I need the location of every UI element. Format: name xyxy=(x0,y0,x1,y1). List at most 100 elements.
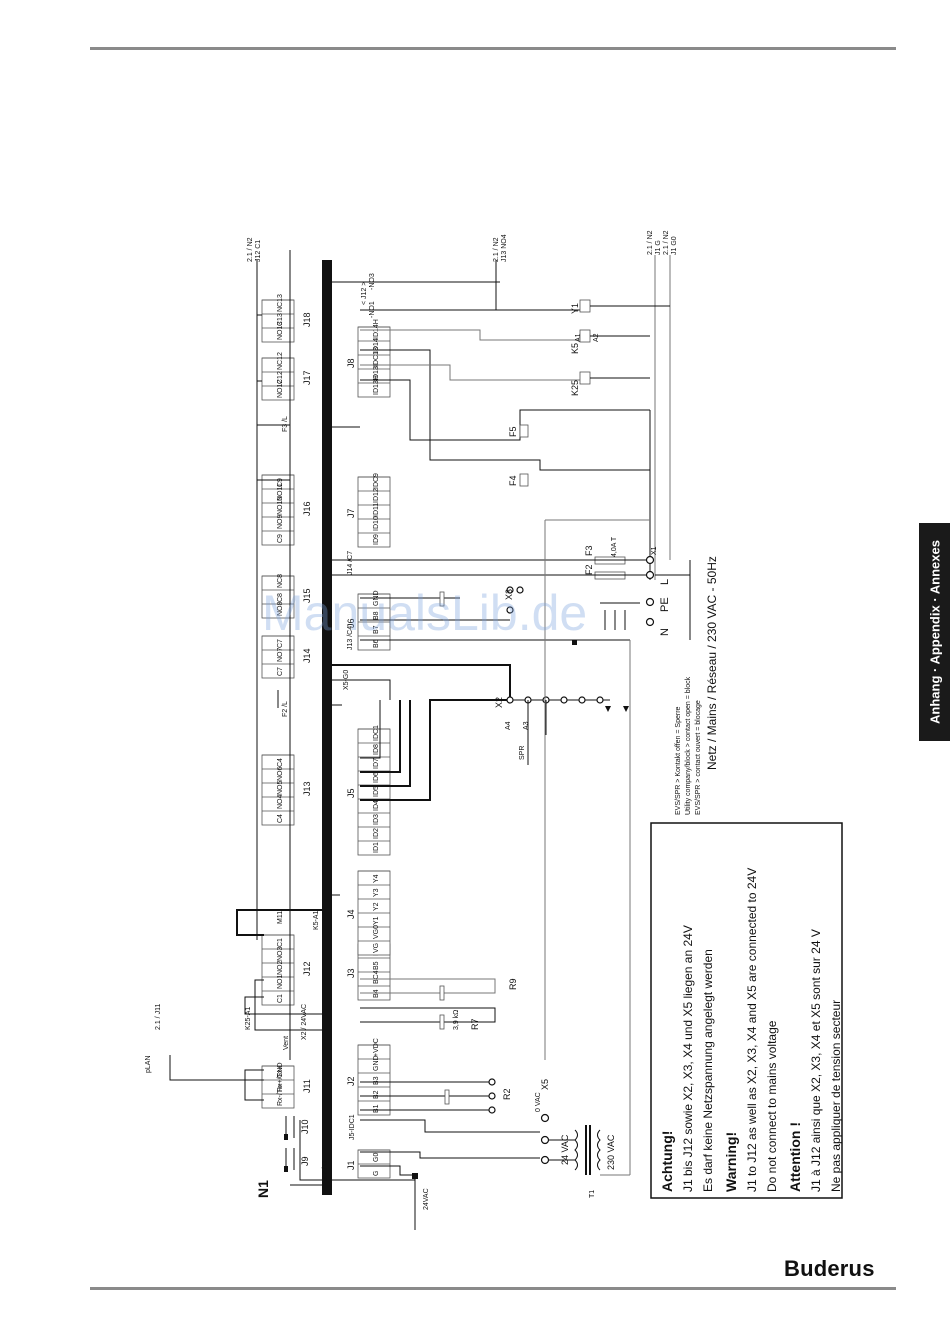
pin-label: NC13 xyxy=(277,294,284,312)
warning-heading: Attention ! xyxy=(787,1122,803,1192)
warning-line: J1 bis J12 sowie X2, X3, X4 und X5 liege… xyxy=(681,925,695,1192)
pin-label: NO9 xyxy=(277,515,284,530)
pin-label: NO4 xyxy=(277,795,284,810)
j12-wire xyxy=(236,909,322,936)
pin-label: C7 xyxy=(277,639,284,648)
pin-label: ID9 xyxy=(373,534,380,545)
label-r9: R9 xyxy=(508,978,518,990)
warning-text: Achtung! J1 bis J12 sowie X2, X3, X4 und … xyxy=(659,868,843,1192)
pin-label: NO7 xyxy=(277,648,284,663)
label-vac24: 24VAC xyxy=(423,1188,430,1210)
connector-label: J8 xyxy=(346,358,356,368)
connector-label: J14 xyxy=(302,648,312,663)
label-f3l: F3 /L xyxy=(282,416,289,432)
label-x5g0: X5-G0 xyxy=(343,670,350,690)
controller-bus xyxy=(322,260,332,1195)
label-n: N xyxy=(659,628,671,636)
buderus-logo: Buderus xyxy=(784,1256,875,1281)
pin-label: C4 xyxy=(277,758,284,767)
connector-label: J3 xyxy=(346,968,356,978)
label-k5a1: K5-A1 xyxy=(313,910,320,930)
reference-line: J1 G0 xyxy=(671,236,678,255)
pin-label: IDC13 xyxy=(373,347,380,367)
warning-heading: Warning! xyxy=(723,1132,739,1192)
label-a1: A1 xyxy=(575,333,582,342)
warning-line: Es darf keine Netzspannung angelegt werd… xyxy=(701,949,715,1192)
label-r7val: 3,9 kΩ xyxy=(453,1010,460,1030)
reference-line: 2.1 / N2 xyxy=(663,230,670,255)
pin-label: NO1 xyxy=(277,975,284,990)
pin-label: ID12 xyxy=(373,488,380,503)
pin-label: NO6 xyxy=(277,767,284,782)
warning-heading: Achtung! xyxy=(659,1131,675,1192)
pin-label: C7 xyxy=(277,667,284,676)
evs-note: Utility company/block > contact open = b… xyxy=(685,676,692,815)
pin-label: ID13H xyxy=(373,375,380,395)
pin-label: ID2 xyxy=(373,828,380,839)
label-vac0: 0 VAC xyxy=(535,1092,542,1112)
label-f4: F4 xyxy=(508,475,518,486)
label-x2g: X2 / G xyxy=(322,1160,329,1180)
top-connectors: J9J10Rx-/Tx-Rx+/Tx+GNDJ11C1NO1NO2NO3C1J1… xyxy=(261,294,312,1172)
pin-label: IDC9 xyxy=(373,473,380,489)
header-rule xyxy=(90,47,896,50)
label-x1: X1 xyxy=(651,546,658,555)
label-f2l: F2 /L xyxy=(282,701,289,717)
label-ref_211: 2.1 / J11 xyxy=(155,1004,162,1030)
pin-label: B2 xyxy=(373,1090,380,1099)
label-a4: A4 xyxy=(505,721,512,730)
label-no3: -NO3 xyxy=(369,273,376,290)
pin-label: Rx+/Tx+ xyxy=(277,1066,284,1092)
pin-label: G xyxy=(373,1171,380,1176)
appendix-side-tab: Anhang · Appendix · Annexes xyxy=(919,523,950,741)
pin-label: NO5 xyxy=(277,781,284,796)
connector-label: J10 xyxy=(300,1119,310,1134)
label-x3: X3 xyxy=(504,589,514,600)
label-spr: SPR xyxy=(519,746,526,760)
label-t1: T1 xyxy=(589,1190,596,1198)
pin-label: G0 xyxy=(373,1153,380,1162)
pin-label: Y4 xyxy=(373,874,380,883)
connector-label: J7 xyxy=(346,508,356,518)
pin-label: C9 xyxy=(277,534,284,543)
label-y1: Y1 xyxy=(570,303,580,314)
connector-label: J17 xyxy=(302,370,312,385)
reference-line: 2.1 / N2 xyxy=(493,237,500,262)
connector-label: J16 xyxy=(302,501,312,516)
pin-label: NC12 xyxy=(277,352,284,370)
pin-label: ID14H xyxy=(373,319,380,339)
evs-note: EVS/SPR > Kontakt offen = Sperre xyxy=(675,706,682,815)
pin-label: VG xyxy=(373,943,380,953)
warning-line: J1 à J12 ainsi que X2, X3, X4 et X5 sont… xyxy=(809,929,823,1192)
pin-label: B4 xyxy=(373,989,380,998)
pin-label: ID11 xyxy=(373,503,380,517)
warning-line: J1 to J12 as well as X2, X3, X4 and X5 a… xyxy=(745,868,759,1192)
fuse-f5 xyxy=(519,424,529,438)
mains-label: Netz / Mains / Réseau / 230 VAC - 50Hz xyxy=(705,556,719,770)
reference-line: J13 NO4 xyxy=(501,234,508,262)
pin-label: IDC1 xyxy=(373,725,380,741)
bottom-connectors: GG0J1B1B2B3GND+VDCJ2B4BC4B5BC5J3VGVG0Y1Y… xyxy=(346,319,391,1179)
pin-label: NO8 xyxy=(277,602,284,617)
pin-label: ID4 xyxy=(373,800,380,811)
warning-box xyxy=(650,822,843,1199)
reference-line: 2.1 / N2 xyxy=(247,237,254,262)
connector-label: J5 xyxy=(346,788,356,798)
label-vac24_t: 24 VAC xyxy=(560,1134,570,1165)
label-m11: M11 xyxy=(277,911,284,924)
pin-label: Rx-/Tx- xyxy=(277,1082,284,1106)
